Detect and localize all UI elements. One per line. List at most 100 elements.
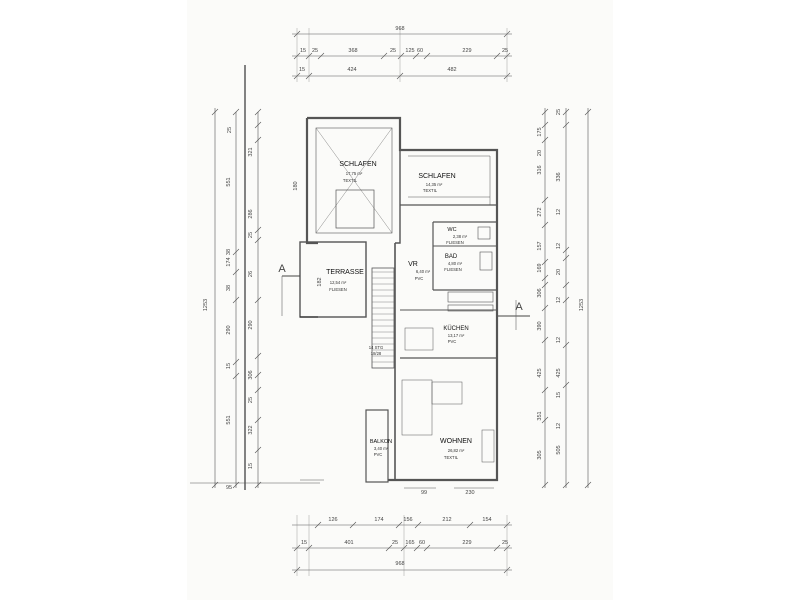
room-floor: TEXTIL (423, 188, 438, 193)
room-floor: PVC (448, 339, 457, 344)
room-name: SCHLAFEN (418, 173, 455, 180)
exterior-wall (305, 118, 318, 245)
dim-label: 12 (556, 243, 562, 249)
dim-tick (562, 108, 570, 116)
room-schlafen-2: SCHLAFEN 14,35 m² TEXTIL (418, 173, 455, 193)
kitchen-counter (447, 304, 494, 312)
dim-label: 20 (537, 150, 543, 156)
dim-tick (493, 52, 501, 60)
dim-tick (541, 121, 549, 129)
terrace (299, 241, 367, 318)
dim-tick (254, 386, 262, 394)
dim-label: 26 (248, 271, 254, 277)
dim-tick (414, 521, 422, 529)
dim-bottom-row1: 15 401 25 165 60 229 25 (301, 540, 508, 546)
dim-tick (541, 274, 549, 282)
dim-label: 12 (556, 209, 562, 215)
dim-left-outer: 1253 (203, 299, 209, 311)
dim-tick (466, 521, 474, 529)
dim-tick (584, 481, 592, 489)
dim-label: 25 (248, 232, 254, 238)
stair-label: 14 STG 18/28 (369, 345, 383, 356)
dim-tick (541, 108, 549, 116)
dim-tick (541, 386, 549, 394)
dim-label: 60 (417, 48, 423, 54)
dim-tick (232, 248, 240, 256)
dim-right-inner: 175 20 25 316 272 12 157 12 169 20 306 1… (537, 109, 562, 460)
stair-steps: 14 STG (369, 345, 383, 350)
dim-label: 229 (462, 48, 471, 54)
room-area: 12,54 m² (330, 280, 347, 285)
dim-label: 482 (447, 67, 456, 73)
dim-label: 12 (556, 337, 562, 343)
dim-left-small-bottom: 95 (226, 485, 232, 491)
dim-right-mid: 336 425 505 (556, 172, 562, 454)
interior-wall (395, 150, 401, 244)
dim-tick (254, 416, 262, 424)
dim-label: 322 (248, 425, 254, 434)
room-schlafen-1: SCHLAFEN 17,75 m² TEXTIL (339, 161, 376, 183)
dim-label: 175 (537, 127, 543, 136)
room-wohnen: WOHNEN 26,82 m² TEXTIL (440, 438, 472, 460)
room-floor: FLIESEN (446, 240, 463, 245)
dim-label: 425 (537, 368, 543, 377)
dim-top-total: 968 (395, 26, 404, 32)
dim-label: 505 (556, 445, 562, 454)
dim-tick (254, 371, 262, 379)
dim-label: 551 (226, 177, 232, 186)
dim-tick (380, 52, 388, 60)
dim-tick (254, 226, 262, 234)
dim-bottom-total: 968 (395, 561, 404, 567)
dim-label: 165 (405, 540, 414, 546)
dim-label: 60 (419, 540, 425, 546)
bed-area (315, 127, 393, 234)
room-name: BALKON (370, 439, 392, 445)
dim-tick (412, 52, 420, 60)
dim-label: 425 (556, 368, 562, 377)
dim-tick (254, 236, 262, 244)
dim-tick (211, 108, 219, 116)
dim-label: 99 (421, 490, 427, 496)
dim-label: 290 (248, 320, 254, 329)
room-vr: VR 6,40 m² PVC (408, 261, 431, 281)
dim-label: 424 (347, 67, 356, 73)
dim-tick (314, 521, 322, 529)
dim-label: 368 (348, 48, 357, 54)
dim-tick (562, 481, 570, 489)
stair-ratio: 18/28 (371, 351, 382, 356)
dim-label: 126 (328, 517, 337, 523)
dim-tick (541, 196, 549, 204)
dim-tick (541, 221, 549, 229)
room-area: 3,40 m² (374, 446, 389, 451)
kitchen-table (404, 327, 434, 351)
dim-label: 290 (226, 325, 232, 334)
dim-tick (541, 258, 549, 266)
dim-label: 174 (374, 517, 383, 523)
coffee-table (431, 381, 463, 405)
dim-tick (395, 521, 403, 529)
dim-tick (413, 544, 421, 552)
dim-label: 15 (226, 363, 232, 369)
dim-label: 336 (556, 172, 562, 181)
dim-bottom-openings: 99 230 (421, 490, 475, 496)
dim-tick (397, 52, 405, 60)
dim-top-row1: 15 25 368 25 125 60 229 25 (300, 48, 508, 54)
dim-label: 286 (248, 209, 254, 218)
dim-tick (562, 381, 570, 389)
room-name: KÜCHEN (443, 325, 468, 332)
room-terrasse: TERRASSE 12,54 m² FLIESEN (326, 269, 364, 292)
room-area: 26,82 m² (448, 448, 465, 453)
dim-label: 38 (226, 249, 232, 255)
dim-terrace: 182 (317, 277, 323, 286)
room-floor: PVC (374, 452, 383, 457)
dim-tick (562, 341, 570, 349)
kitchen-counter (447, 291, 494, 303)
room-area: 2,38 m² (453, 234, 468, 239)
dim-tick (232, 296, 240, 304)
dim-label: 156 (403, 517, 412, 523)
dim-tick (584, 108, 592, 116)
dim-label: 306 (248, 370, 254, 379)
room-name: WC (447, 227, 456, 233)
dim-tick (562, 121, 570, 129)
